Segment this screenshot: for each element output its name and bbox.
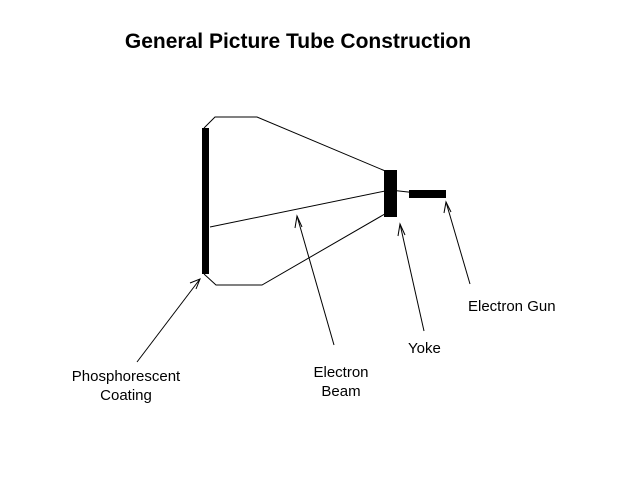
- yoke-block: [384, 170, 397, 217]
- label-phosphorescent-coating-line2: Coating: [100, 387, 152, 404]
- arrow-phosphorescent-coating: [136, 278, 201, 363]
- label-phosphorescent-coating: Phosphorescent Coating: [56, 367, 196, 405]
- electron-beam-upper: [209, 189, 391, 228]
- arrow-yoke: [397, 222, 425, 332]
- phosphor-screen: [202, 128, 209, 274]
- tube-outline-top: [203, 116, 391, 174]
- label-electron-beam-line2: Beam: [321, 383, 361, 400]
- tube-outline: [203, 116, 391, 286]
- arrow-electron-gun: [443, 200, 471, 285]
- label-phosphorescent-coating-line1: Phosphorescent: [71, 368, 181, 385]
- tube-outline-bottom: [203, 210, 391, 286]
- label-electron-beam: Electron Beam: [296, 363, 386, 401]
- electron-beam: [209, 189, 445, 228]
- label-electron-gun: Electron Gun: [468, 298, 556, 315]
- arrow-electron-beam: [294, 214, 335, 346]
- label-electron-beam-line1: Electron: [313, 364, 369, 381]
- label-yoke: Yoke: [408, 340, 441, 357]
- diagram-title: General Picture Tube Construction: [124, 30, 472, 53]
- electron-gun-block: [409, 190, 446, 198]
